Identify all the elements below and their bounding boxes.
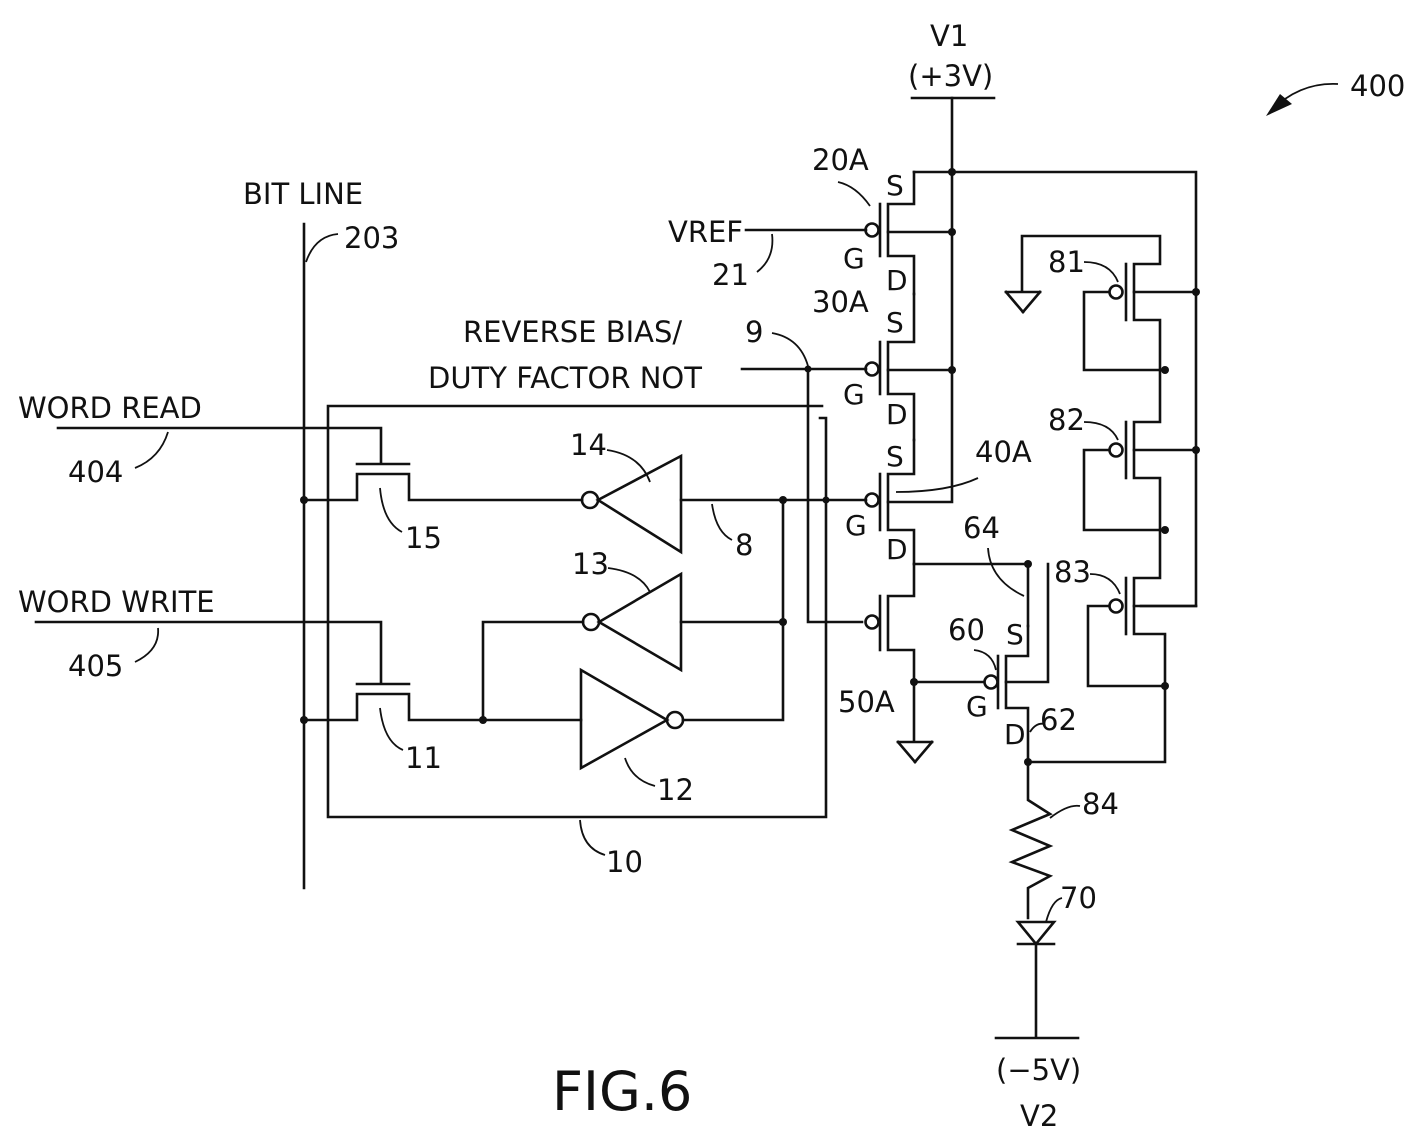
v1-name: V1 xyxy=(930,19,968,53)
diode-70: 70 xyxy=(1018,881,1097,1036)
reverse-bias-ref: 9 xyxy=(745,315,763,349)
t60-gate: G xyxy=(966,690,988,723)
word-write-ref: 405 xyxy=(68,649,123,683)
v1-value: (+3V) xyxy=(908,59,993,93)
transistor-20a: 20A S G D VREF 21 xyxy=(668,143,956,297)
word-read-label: WORD READ xyxy=(18,391,202,425)
transistor-60: 60 S G D 64 62 xyxy=(948,511,1077,762)
transistor-83: 83 xyxy=(1054,530,1196,690)
t60-source: S xyxy=(1006,618,1024,651)
v2-supply: (−5V) V2 xyxy=(996,1038,1081,1133)
inv12-label: 12 xyxy=(657,773,694,807)
vref-label: VREF xyxy=(668,215,743,249)
figure-ref-label: 400 xyxy=(1350,69,1405,103)
t20a-gate: G xyxy=(843,242,865,275)
t50a-label: 50A xyxy=(838,685,895,719)
v1-supply: V1 (+3V) xyxy=(908,19,1196,606)
inverter-14: 14 xyxy=(570,428,826,552)
t11-label: 11 xyxy=(405,741,442,775)
t20a-source: S xyxy=(886,169,904,202)
d70-label: 70 xyxy=(1060,881,1097,915)
t60-label: 60 xyxy=(948,613,985,647)
t81-label: 81 xyxy=(1048,245,1085,279)
access-transistor-11: 11 xyxy=(300,684,581,775)
node-8: 8 xyxy=(712,496,787,562)
t30a-label: 30A xyxy=(812,285,869,319)
memory-cell-10: 10 xyxy=(328,406,826,879)
cell-10-ref: 10 xyxy=(606,845,643,879)
node-8-label: 8 xyxy=(735,528,753,562)
r84-label: 84 xyxy=(1082,787,1119,821)
bit-line-ref: 203 xyxy=(344,221,399,255)
t40a-drain: D xyxy=(886,533,908,566)
v2-value: (−5V) xyxy=(996,1053,1081,1087)
transistor-50a: 50A xyxy=(838,560,1032,762)
t20a-label: 20A xyxy=(812,143,869,177)
transistor-81: 81 xyxy=(1006,236,1200,374)
inverter-13: 13 xyxy=(479,547,787,724)
word-write-line: WORD WRITE 405 xyxy=(18,585,381,683)
t40a-gate: G xyxy=(845,509,867,542)
t60-drain: D xyxy=(1004,718,1026,751)
t82-label: 82 xyxy=(1048,403,1085,437)
word-read-ref: 404 xyxy=(68,455,123,489)
t30a-drain: D xyxy=(886,398,908,431)
figure-reference-400: 400 xyxy=(1266,69,1405,116)
figure-title: FIG.6 xyxy=(552,1060,692,1123)
v2-name: V2 xyxy=(1020,1099,1058,1133)
bit-line: BIT LINE 203 xyxy=(243,177,399,888)
t20a-drain: D xyxy=(886,264,908,297)
word-write-label: WORD WRITE xyxy=(18,585,215,619)
inv14-label: 14 xyxy=(570,428,607,462)
t30a-gate: G xyxy=(843,378,865,411)
reverse-bias-line: REVERSE BIAS/ DUTY FACTOR NOT 9 xyxy=(428,315,862,622)
reverse-bias-label-2: DUTY FACTOR NOT xyxy=(428,361,702,395)
inv13-label: 13 xyxy=(572,547,609,581)
word-read-line: WORD READ 404 xyxy=(18,391,381,489)
n64-label: 64 xyxy=(963,511,1000,545)
transistor-82: 82 xyxy=(1048,370,1200,534)
n62-label: 62 xyxy=(1040,703,1077,737)
node-62 xyxy=(1024,636,1165,766)
access-transistor-15: 15 xyxy=(300,464,582,555)
t40a-label: 40A xyxy=(975,435,1032,469)
reverse-bias-label-1: REVERSE BIAS/ xyxy=(463,315,682,349)
vref-ref: 21 xyxy=(712,258,749,292)
t40a-source: S xyxy=(886,440,904,473)
bit-line-label: BIT LINE xyxy=(243,177,363,211)
t15-label: 15 xyxy=(405,521,442,555)
t83-label: 83 xyxy=(1054,555,1091,589)
t30a-source: S xyxy=(886,306,904,339)
